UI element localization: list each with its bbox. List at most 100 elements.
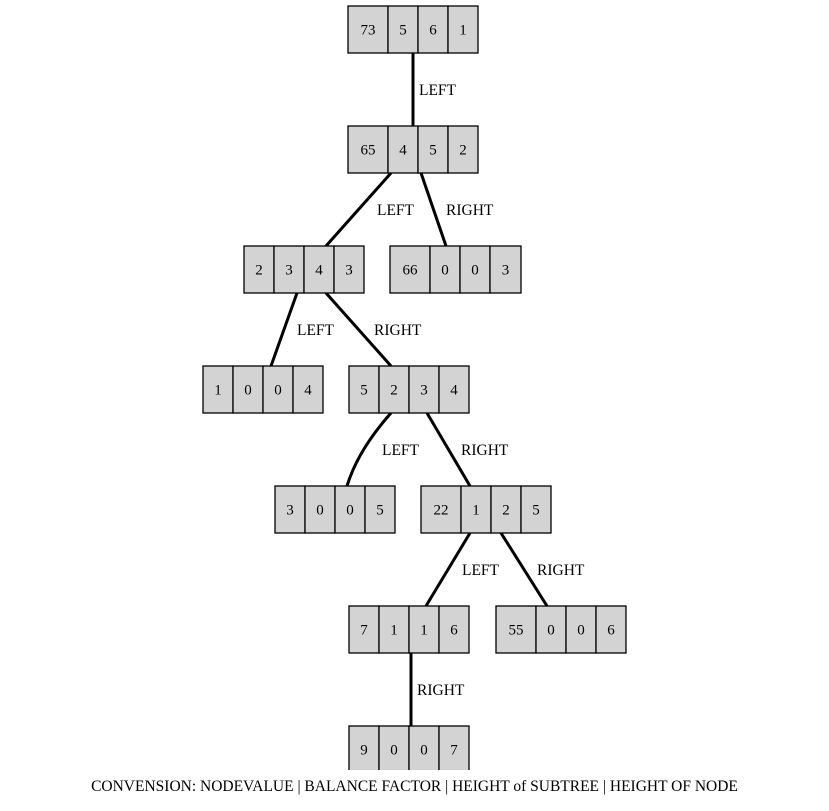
subtree-height-cell xyxy=(334,485,366,534)
node-height-cell xyxy=(447,5,479,54)
node-height-text: 6 xyxy=(450,623,458,639)
edge-label: LEFT xyxy=(382,442,420,459)
tree-node-n66: 66 0 0 3 xyxy=(389,245,522,294)
edge-n2-n5: RIGHT xyxy=(324,292,422,367)
node-height-text: 4 xyxy=(304,383,312,399)
node-height-cell xyxy=(595,605,627,654)
edge-line xyxy=(345,412,393,487)
node-value-text: 7 xyxy=(360,623,368,639)
edge-label: RIGHT xyxy=(374,322,422,339)
edge-label: LEFT xyxy=(419,82,457,99)
node-height-text: 5 xyxy=(532,503,540,519)
node-height-text: 7 xyxy=(450,743,458,759)
edge-label: RIGHT xyxy=(461,442,509,459)
node-height-cell xyxy=(438,605,470,654)
balance-factor-text: 1 xyxy=(472,503,480,519)
node-height-cell xyxy=(438,365,470,414)
node-value-text: 1 xyxy=(214,383,222,399)
balance-factor-text: 0 xyxy=(390,743,398,759)
node-value-text: 9 xyxy=(360,743,368,759)
edge-n7-n9: RIGHT xyxy=(409,653,465,726)
edge-n22-n55: RIGHT xyxy=(499,532,585,607)
node-height-cell xyxy=(364,485,396,534)
node-height-cell xyxy=(292,365,324,414)
node-height-cell xyxy=(333,245,365,294)
node-value-cell xyxy=(347,125,389,174)
node-height-cell xyxy=(489,245,522,294)
subtree-height-text: 5 xyxy=(429,143,437,159)
tree-node-n2: 2 3 4 3 xyxy=(243,245,365,294)
subtree-height-cell xyxy=(303,245,335,294)
edge-n5-n22: RIGHT xyxy=(425,412,509,487)
subtree-height-text: 0 xyxy=(471,263,479,279)
balance-factor-text: 0 xyxy=(244,383,252,399)
node-height-text: 4 xyxy=(450,383,458,399)
edge-line xyxy=(324,172,393,247)
subtree-height-text: 2 xyxy=(502,503,510,519)
node-value-text: 2 xyxy=(255,263,263,279)
node-height-text: 3 xyxy=(345,263,353,279)
node-height-text: 3 xyxy=(502,263,510,279)
node-value-text: 73 xyxy=(361,23,376,39)
node-height-text: 2 xyxy=(459,143,467,159)
tree-node-n22: 22 1 2 5 xyxy=(420,485,552,534)
tree-node-n55: 55 0 0 6 xyxy=(495,605,627,654)
tree-node-n3: 3 0 0 5 xyxy=(274,485,396,534)
node-height-cell xyxy=(438,725,470,770)
subtree-height-text: 3 xyxy=(420,383,428,399)
node-value-text: 3 xyxy=(286,503,294,519)
balance-factor-text: 5 xyxy=(399,23,407,39)
edge-label: RIGHT xyxy=(446,202,494,219)
edge-n73-n65: LEFT xyxy=(411,53,457,126)
balance-factor-text: 1 xyxy=(390,623,398,639)
balance-factor-cell xyxy=(273,245,305,294)
edge-n22-n7: LEFT xyxy=(424,532,500,607)
balance-factor-cell xyxy=(378,365,410,414)
subtree-height-text: 0 xyxy=(346,503,354,519)
subtree-height-text: 0 xyxy=(577,623,585,639)
subtree-height-cell xyxy=(408,605,440,654)
node-value-cell xyxy=(348,365,380,414)
edge-line xyxy=(499,532,549,607)
subtree-height-cell xyxy=(417,125,449,174)
subtree-height-text: 4 xyxy=(315,263,323,279)
balance-factor-cell xyxy=(378,605,410,654)
node-height-text: 5 xyxy=(376,503,384,519)
subtree-height-text: 6 xyxy=(429,23,437,39)
balance-factor-text: 0 xyxy=(441,263,449,279)
node-height-cell xyxy=(520,485,552,534)
balance-factor-cell xyxy=(304,485,336,534)
node-height-cell xyxy=(447,125,479,174)
edge-n65-n2: LEFT xyxy=(324,172,415,247)
subtree-height-text: 0 xyxy=(274,383,282,399)
edge-n2-n1: LEFT xyxy=(269,292,335,367)
edge-line xyxy=(324,292,393,367)
balance-factor-text: 0 xyxy=(316,503,324,519)
subtree-height-cell xyxy=(408,365,440,414)
convention-caption: CONVENSION: NODEVALUE | BALANCE FACTOR |… xyxy=(91,778,738,795)
balance-factor-text: 2 xyxy=(390,383,398,399)
edge-line xyxy=(269,292,299,367)
edge-label: RIGHT xyxy=(417,682,465,699)
edge-n65-n66: RIGHT xyxy=(419,172,494,247)
edge-line xyxy=(419,172,448,247)
node-height-text: 6 xyxy=(607,623,615,639)
edge-n5-n3: LEFT xyxy=(345,412,420,487)
balance-factor-text: 3 xyxy=(285,263,293,279)
edge-line xyxy=(424,532,472,607)
node-value-text: 66 xyxy=(403,263,419,279)
balance-factor-text: 0 xyxy=(547,623,555,639)
edge-line xyxy=(425,412,472,487)
node-value-text: 55 xyxy=(509,623,524,639)
subtree-height-cell xyxy=(459,245,491,294)
node-value-cell xyxy=(348,605,380,654)
node-value-text: 22 xyxy=(434,503,449,519)
subtree-height-text: 1 xyxy=(420,623,428,639)
